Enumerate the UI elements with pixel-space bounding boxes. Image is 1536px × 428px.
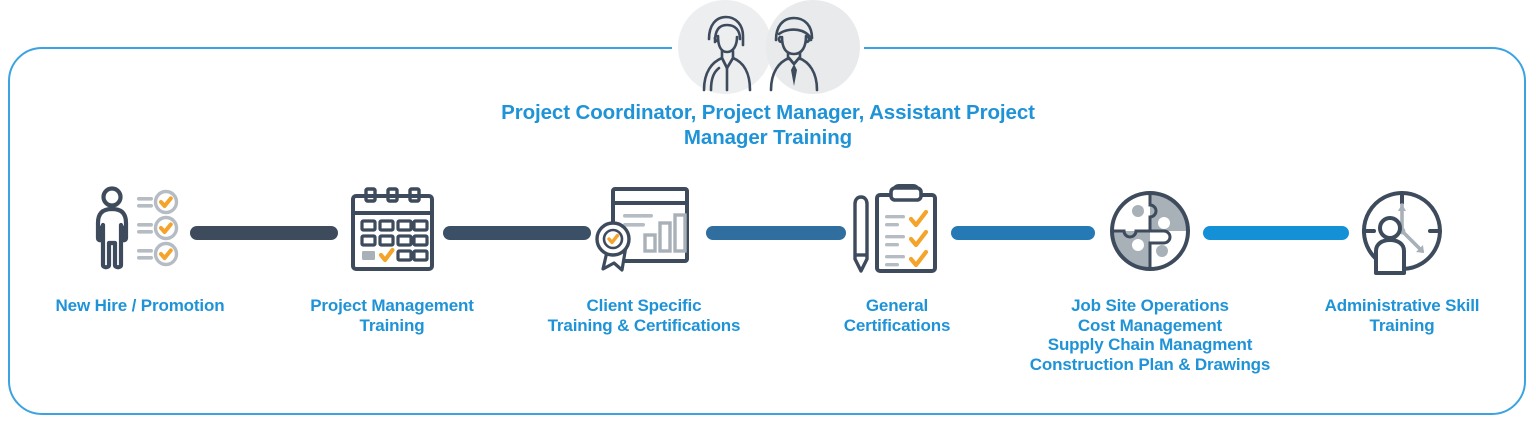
step-icon-project-management-training	[342, 183, 442, 279]
person-checklist-icon	[95, 186, 179, 270]
report-text-line	[623, 223, 645, 227]
report-bar-1	[643, 233, 657, 253]
clipboard-row-1	[885, 209, 929, 228]
step-icon-new-hire-promotion	[90, 183, 190, 279]
checklist-row-1	[137, 189, 179, 215]
award-ribbon-icon	[595, 221, 631, 272]
checklist-row-2	[137, 215, 179, 241]
header-title: Project Coordinator, Project Manager, As…	[501, 101, 1035, 149]
clipboard-row-2	[885, 229, 929, 248]
step-icon-general-certifications	[847, 183, 947, 279]
report-bar-3	[673, 213, 687, 253]
calendar-cell-filled	[362, 251, 375, 260]
step-label-new-hire-promotion: New Hire / Promotion	[55, 296, 225, 315]
header-avatars	[678, 0, 860, 94]
avatar-circle-right	[766, 0, 860, 94]
connector-1	[190, 226, 338, 240]
step-label-client-specific-training: Client Specific Training & Certification…	[547, 296, 741, 335]
pen-icon	[853, 195, 869, 273]
step-icon-job-site-operations	[1100, 183, 1200, 279]
avatar-figures	[702, 15, 819, 92]
connector-2	[443, 226, 591, 240]
woman-avatar-icon	[702, 15, 752, 92]
step-label-administrative-skill-training: Administrative Skill Training	[1324, 296, 1480, 335]
step-label-project-management-training: Project Management Training	[310, 296, 474, 335]
step-label-general-certifications: General Certifications	[843, 296, 951, 335]
connector-3	[706, 226, 846, 240]
connector-4	[951, 226, 1095, 240]
checklist-row-3	[137, 241, 179, 267]
report-bar-2	[658, 221, 672, 253]
man-avatar-icon	[769, 16, 819, 92]
calendar-check-icon	[378, 247, 395, 263]
puzzle-circle-icon	[1110, 191, 1190, 271]
step-icon-administrative-skill-training	[1352, 183, 1452, 279]
step-label-job-site-operations: Job Site Operations Cost Management Supp…	[1029, 296, 1271, 374]
clock-person-icon	[1361, 191, 1442, 275]
step-icon-client-specific-training	[595, 183, 695, 279]
report-text-line	[623, 214, 653, 218]
connector-5	[1203, 226, 1349, 240]
calendar-icon	[351, 187, 434, 271]
clock-hands	[1398, 203, 1424, 253]
report-award-icon	[595, 187, 689, 272]
avatar-circle-left	[678, 0, 772, 94]
clipboard-row-3	[885, 249, 929, 268]
clipboard-pen-icon	[853, 184, 937, 273]
steps-track	[0, 183, 1536, 283]
